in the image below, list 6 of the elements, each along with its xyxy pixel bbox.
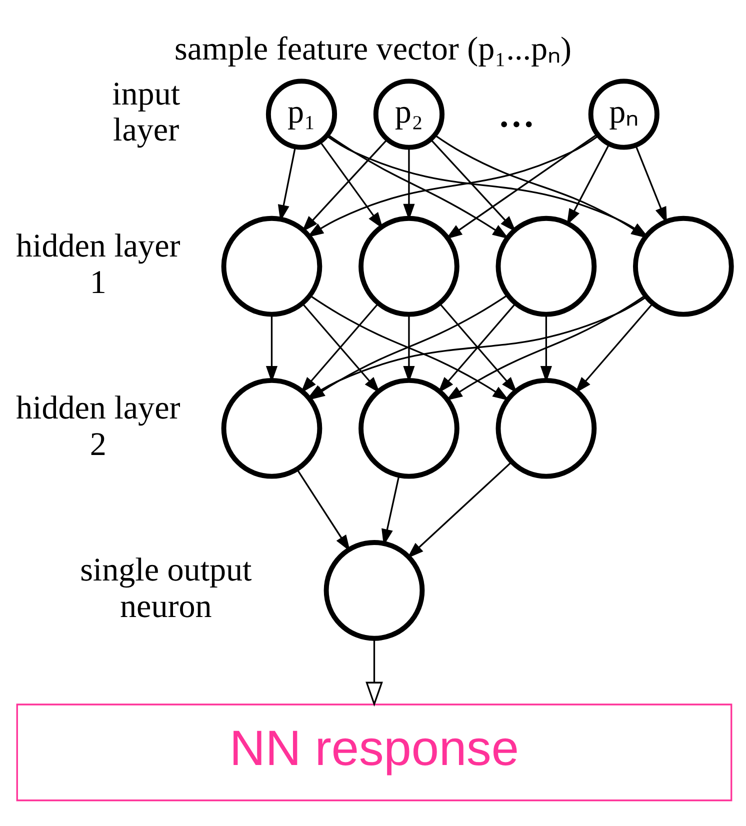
label: hidden layer 2 (16, 390, 180, 462)
label: ... (498, 82, 536, 138)
diagram-title: sample feature vector (p₁...pₙ) (174, 31, 572, 68)
label: single output neuron (80, 552, 252, 624)
label: input layer (112, 76, 180, 148)
label: hidden layer 1 (16, 228, 180, 300)
